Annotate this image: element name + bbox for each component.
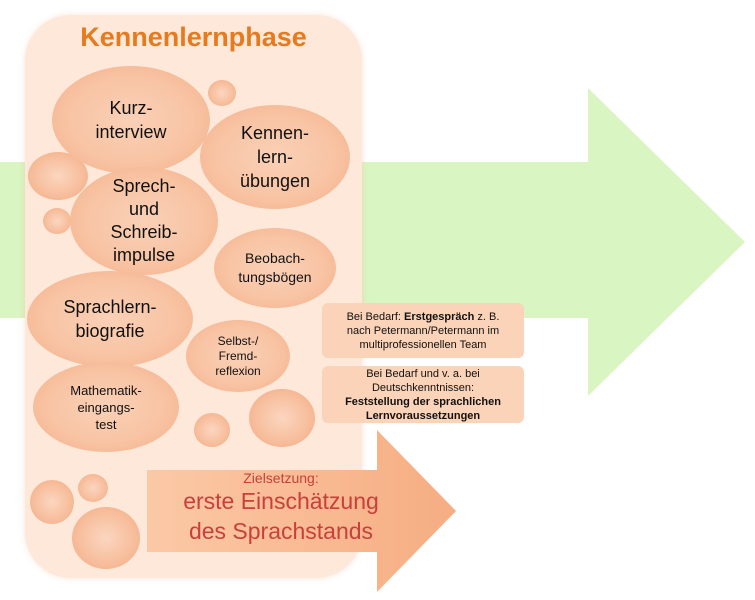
goal-text: Zielsetzung: erste Einschätzung des Spra… xyxy=(147,470,415,546)
goal-label: Zielsetzung: xyxy=(243,470,319,486)
goal-line2: des Sprachstands xyxy=(188,518,374,544)
bubble-kurzinterview: Kurz-interview xyxy=(52,66,210,174)
box-erstgespraech: Bei Bedarf: Erstgespräch z. B. nach Pete… xyxy=(322,303,524,358)
decorative-dot xyxy=(43,208,71,234)
goal-line1: erste Einschätzung xyxy=(183,488,379,514)
box-feststellung: Bei Bedarf und v. a. bei Deutschkenntnis… xyxy=(322,366,524,423)
bubble-mathematik: Mathematik-eingangs-test xyxy=(33,362,179,452)
phase-title: Kennenlernphase xyxy=(80,22,307,52)
bubble-beobachtungsboegen: Beobach-tungsbögen xyxy=(214,228,336,308)
decorative-dot xyxy=(78,474,108,502)
decorative-dot xyxy=(208,80,236,106)
decorative-dot xyxy=(30,480,74,524)
decorative-dot xyxy=(72,507,140,569)
decorative-dot xyxy=(194,413,230,447)
goal-arrow xyxy=(147,430,456,592)
bubble-reflexion: Selbst-/Fremd-reflexion xyxy=(186,320,290,392)
bubble-sprachlernbiografie: Sprachlern-biografie xyxy=(27,271,193,367)
decorative-dot xyxy=(249,389,315,447)
bubble-kennenlernuebungen: Kennen-lern-übungen xyxy=(200,105,350,209)
